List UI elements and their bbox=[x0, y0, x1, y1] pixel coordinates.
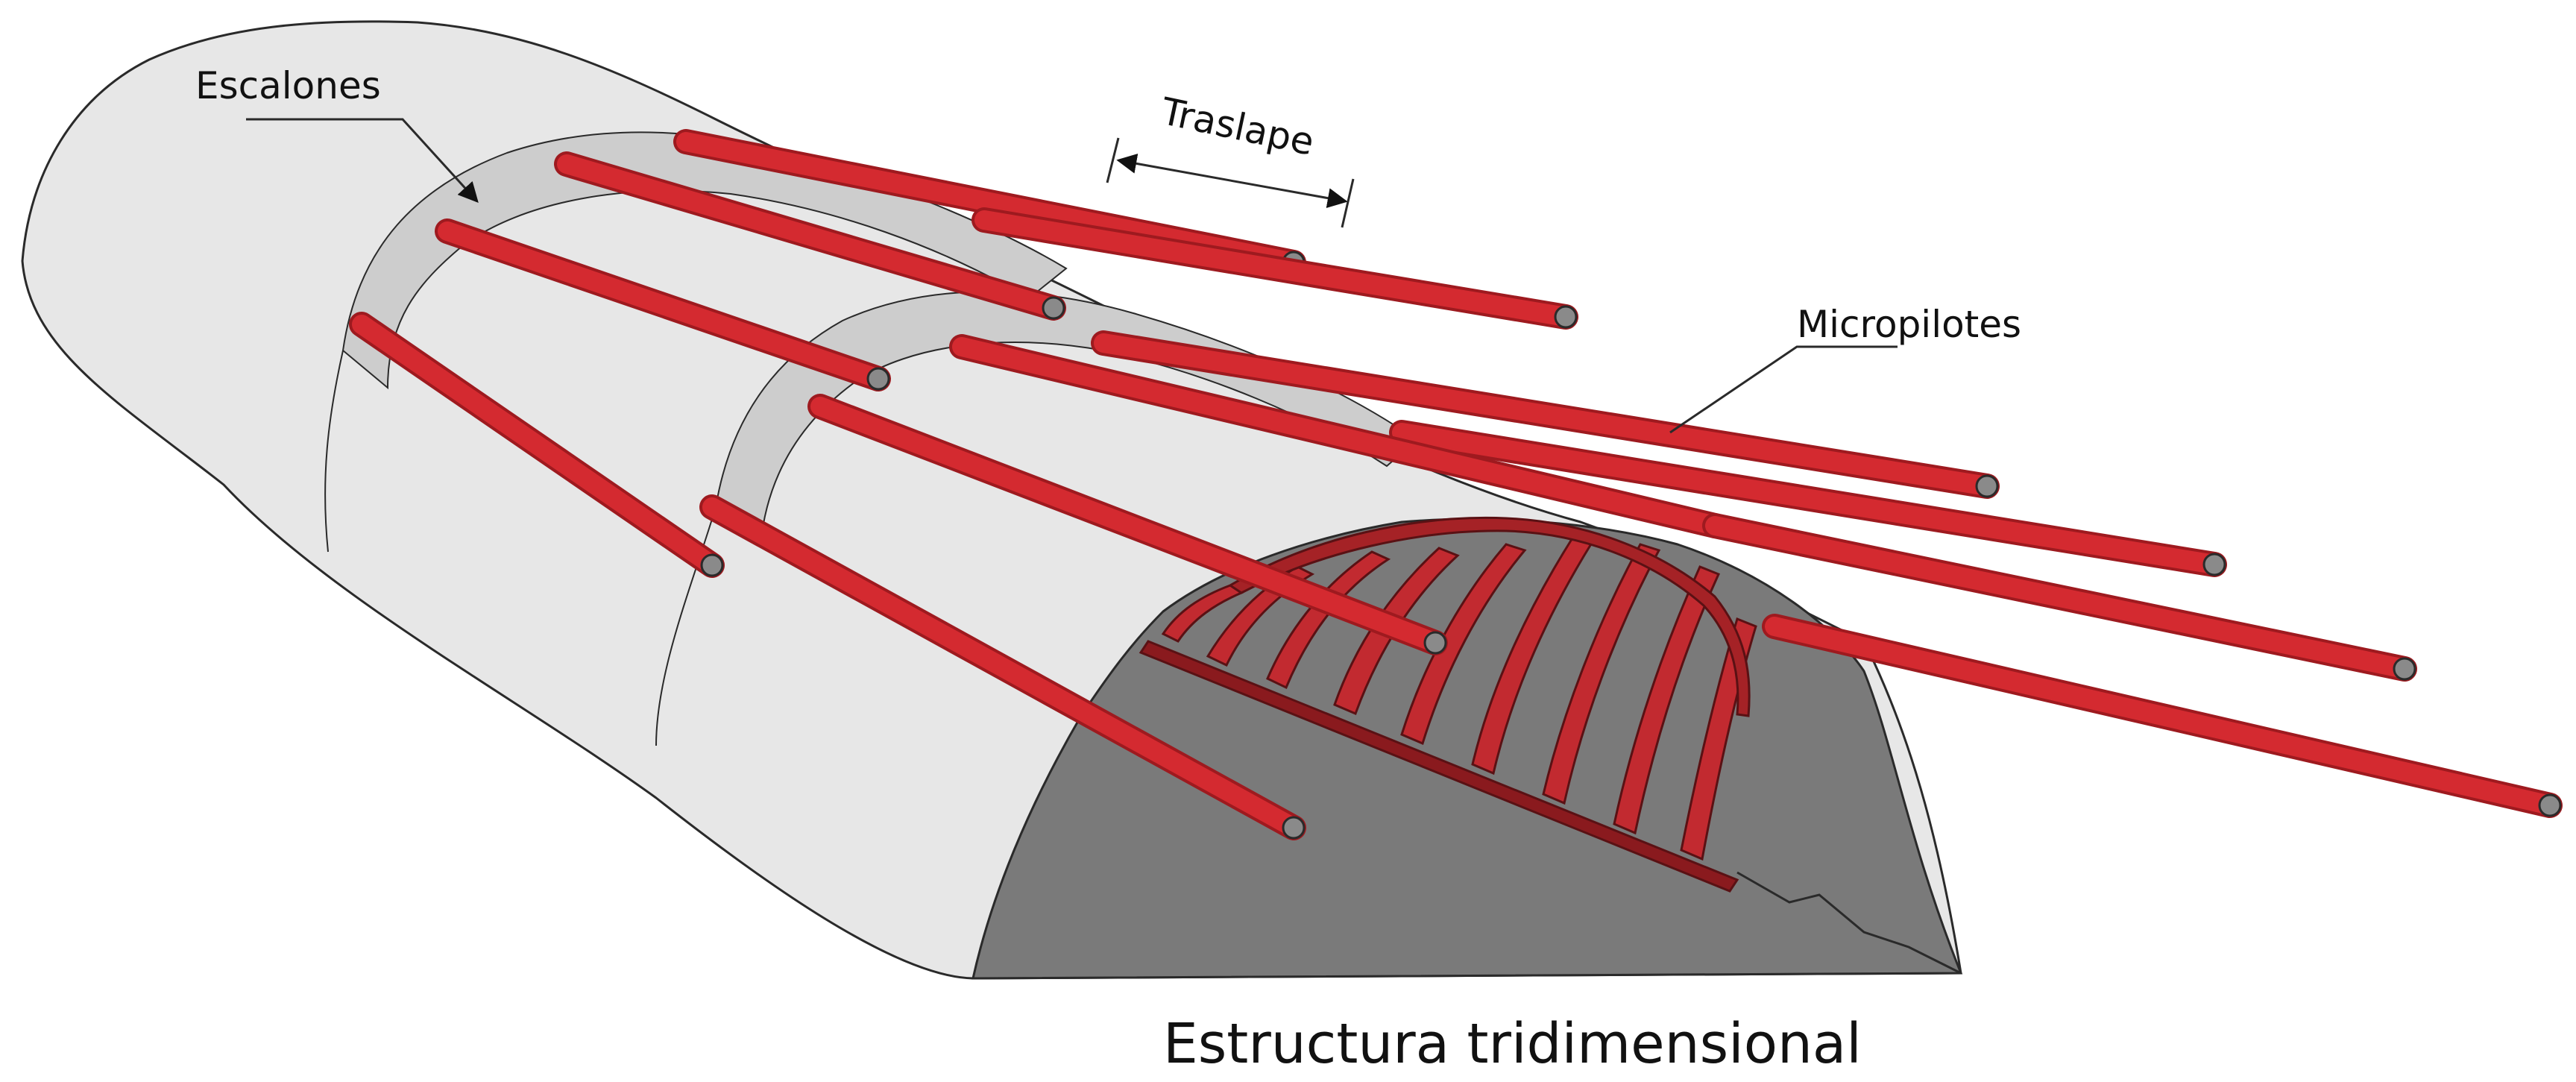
traslape-tick-left bbox=[1106, 137, 1120, 183]
micropile-6-end bbox=[866, 367, 890, 391]
caption: Estructura tridimensional bbox=[1163, 1012, 1862, 1076]
rib-crown bbox=[1228, 517, 1751, 717]
escalones-leader bbox=[246, 118, 479, 203]
micropilotes-label: Micropilotes bbox=[1797, 303, 2021, 346]
micropile-8-end bbox=[2393, 657, 2416, 681]
micropile-3-end bbox=[1042, 296, 1065, 320]
rib-3 bbox=[1266, 550, 1391, 690]
rib-7 bbox=[1542, 543, 1661, 805]
rib-4 bbox=[1333, 547, 1460, 716]
micropilotes-leader bbox=[1669, 345, 1898, 434]
micropiles bbox=[349, 129, 2563, 840]
micropile-9-end bbox=[2538, 793, 2562, 817]
micropile-10-end bbox=[1423, 631, 1447, 655]
traslape-tick-right bbox=[1341, 178, 1355, 228]
rib-base-rail bbox=[1139, 640, 1739, 893]
excavation-face bbox=[971, 518, 1963, 980]
rib-5 bbox=[1400, 543, 1527, 746]
rib-8 bbox=[1613, 565, 1721, 835]
dimension-arrow-icon bbox=[1116, 154, 1348, 208]
micropile-11-end bbox=[700, 553, 724, 577]
crack-line bbox=[1736, 871, 1962, 975]
micropile-4-end bbox=[1975, 474, 1999, 498]
micropile-5-end bbox=[2202, 553, 2226, 576]
escalones-label: Escalones bbox=[195, 64, 381, 107]
traslape-label: Traslape bbox=[1157, 89, 1318, 164]
micropile-12-end bbox=[1282, 816, 1306, 840]
micropile-2-end bbox=[1554, 305, 1578, 329]
